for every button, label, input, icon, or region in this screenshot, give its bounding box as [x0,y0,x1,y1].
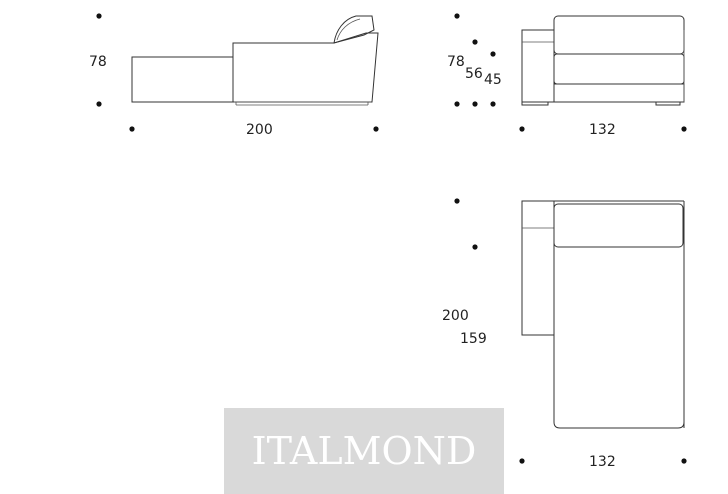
watermark-logo: ITALMOND [224,408,504,494]
front-height-bottom-marker [454,101,460,107]
side-view: 78 200 [89,13,379,138]
front-arm-top-marker [472,39,478,45]
front-seat-height-label: 45 [484,72,502,88]
plan-seat-top-marker [472,244,478,250]
side-width-left-marker [129,126,135,132]
side-width-label: 200 [246,122,273,138]
watermark-text: ITALMOND [251,429,477,473]
plan-width-right-marker [681,458,687,464]
side-view-outline [131,15,379,106]
side-width-right-marker [373,126,379,132]
front-width-label: 132 [589,122,616,138]
plan-length-top-marker [454,198,460,204]
front-seat-top-marker [490,51,496,57]
front-seat-bottom-marker [490,101,496,107]
plan-length-label: 200 [442,308,469,324]
front-arm-bottom-marker [472,101,478,107]
front-width-right-marker [681,126,687,132]
front-width-left-marker [519,126,525,132]
front-height-label: 78 [447,54,465,70]
side-height-label: 78 [89,54,107,70]
plan-width-label: 132 [589,454,616,470]
plan-seat-depth-label: 159 [460,331,487,347]
front-arm-height-label: 56 [465,66,483,82]
front-view-outline [521,15,685,106]
side-height-top-marker [96,13,102,19]
front-view: 78 56 45 132 [447,13,687,138]
front-height-top-marker [454,13,460,19]
plan-view-outline [521,200,685,429]
plan-width-left-marker [519,458,525,464]
side-height-bottom-marker [96,101,102,107]
